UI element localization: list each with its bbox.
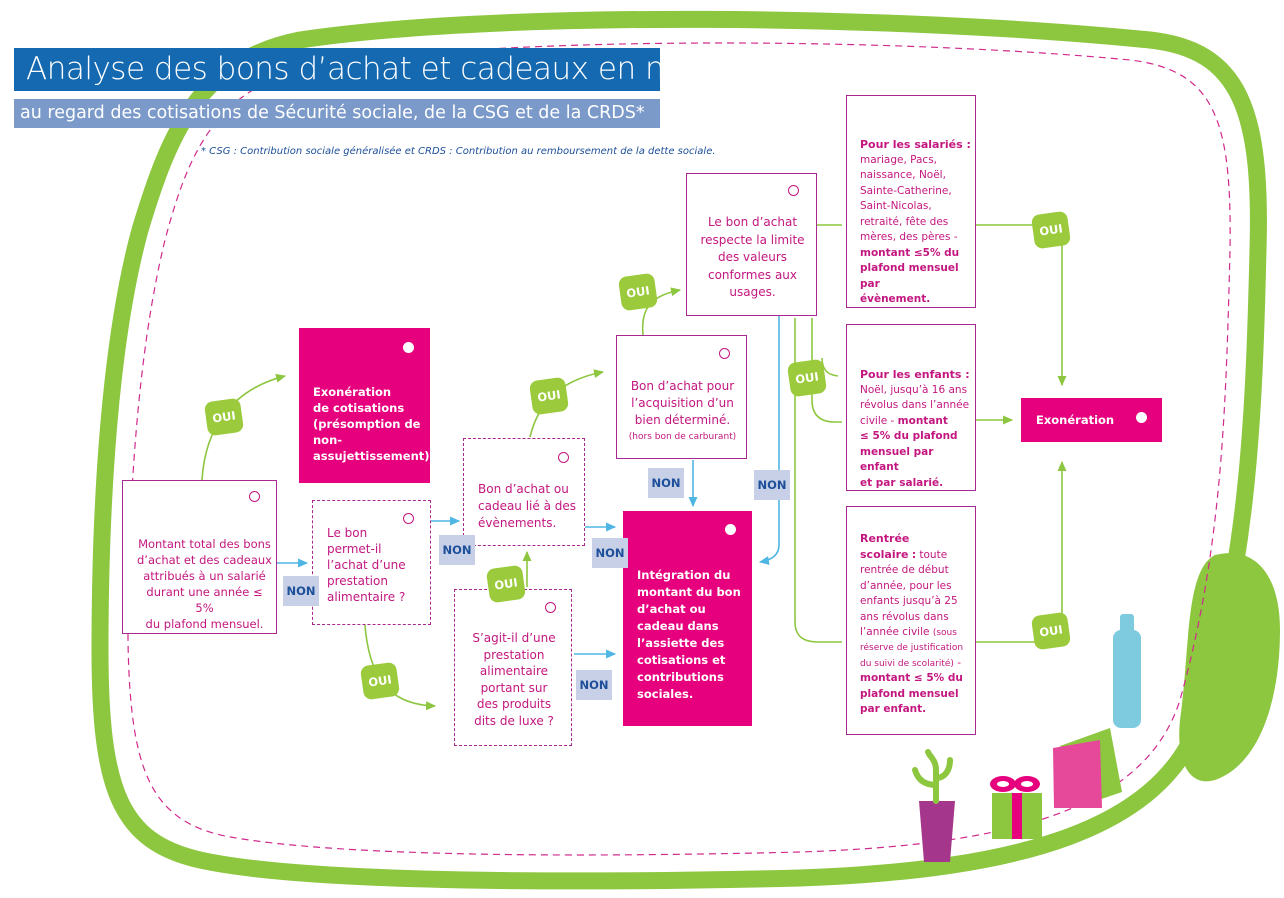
dot-marker [1136, 412, 1147, 423]
oui-badge: OUI [1030, 611, 1072, 651]
non-badge: NON [439, 535, 475, 565]
oui-badge: OUI [786, 358, 828, 398]
node-text: Bon d’achat pour l’acquisition d’un bien… [628, 379, 737, 442]
ring-marker [719, 348, 730, 359]
oui-badge: OUI [617, 272, 659, 312]
node-exoneration-final: Exonération [1021, 398, 1162, 442]
node-limite: Le bon d’achat respecte la limite des va… [686, 173, 817, 316]
node-text: Le bon permet-il l’achat d’une prestatio… [327, 526, 406, 604]
oui-badge: OUI [485, 564, 527, 604]
node-text: Montant total des bons d’achat et des ca… [137, 537, 272, 631]
node-text: Rentrée scolaire : toute rentrée de débu… [860, 532, 964, 715]
node-bon-bien: Bon d’achat pour l’acquisition d’un bien… [616, 335, 747, 459]
node-text: Exonération de cotisations (présomption … [313, 385, 430, 463]
node-le-bon: Le bon permet-il l’achat d’une prestatio… [312, 500, 431, 625]
book-illustration [1053, 728, 1122, 808]
node-text: Bon d’achat ou cadeau lié à des évènemen… [478, 482, 577, 530]
node-bon-evenements: Bon d’achat ou cadeau lié à des évènemen… [463, 438, 585, 546]
non-badge: NON [283, 576, 319, 606]
dashed-frame [127, 42, 1231, 856]
dot-marker [403, 342, 414, 353]
node-text: Intégration du montant du bon d’achat ou… [637, 568, 741, 701]
node-rentree: Rentrée scolaire : toute rentrée de débu… [846, 506, 976, 735]
oui-badge: OUI [359, 661, 401, 701]
oui-badge: OUI [528, 376, 570, 416]
ring-marker [788, 185, 799, 196]
non-badge: NON [592, 538, 628, 568]
node-text: Pour les enfants : Noël, jusqu’à 16 ans … [860, 368, 970, 489]
ring-marker [545, 602, 556, 613]
page-subtitle: au regard des cotisations de Sécurité so… [14, 99, 660, 128]
node-enfants: Pour les enfants : Noël, jusqu’à 16 ans … [846, 324, 976, 491]
green-frame [91, 10, 1267, 890]
plant-illustration [912, 749, 955, 862]
node-sagit-il: S’agit-il d’une prestation alimentaire p… [454, 589, 572, 746]
footnote: * CSG : Contribution sociale généralisée… [201, 146, 716, 157]
node-exoneration-cotisations: Exonération de cotisations (présomption … [299, 328, 430, 483]
oui-badge: OUI [1030, 210, 1072, 250]
bottle-illustration [1113, 614, 1141, 728]
non-badge: NON [754, 470, 790, 500]
node-text: Exonération [1036, 413, 1115, 427]
node-integration: Intégration du montant du bon d’achat ou… [623, 511, 752, 726]
ring-marker [249, 491, 260, 502]
gift-illustration [990, 776, 1042, 839]
node-salaries: Pour les salariés : mariage, Pacs, naiss… [846, 95, 976, 308]
node-text: S’agit-il d’une prestation alimentaire p… [472, 631, 556, 728]
ring-marker [403, 513, 414, 524]
non-badge: NON [576, 670, 612, 700]
ring-marker [558, 452, 569, 463]
node-text: Le bon d’achat respecte la limite des va… [700, 215, 805, 299]
page-title: Analyse des bons d’achat et cadeaux en n… [14, 48, 744, 91]
non-badge: NON [648, 468, 684, 498]
cyan-connectors [277, 316, 780, 659]
node-text: Pour les salariés : mariage, Pacs, naiss… [860, 138, 971, 305]
dot-marker [725, 524, 736, 535]
node-montant-total: Montant total des bons d’achat et des ca… [122, 480, 277, 634]
green-blob [1179, 553, 1280, 782]
oui-badge: OUI [203, 397, 245, 437]
